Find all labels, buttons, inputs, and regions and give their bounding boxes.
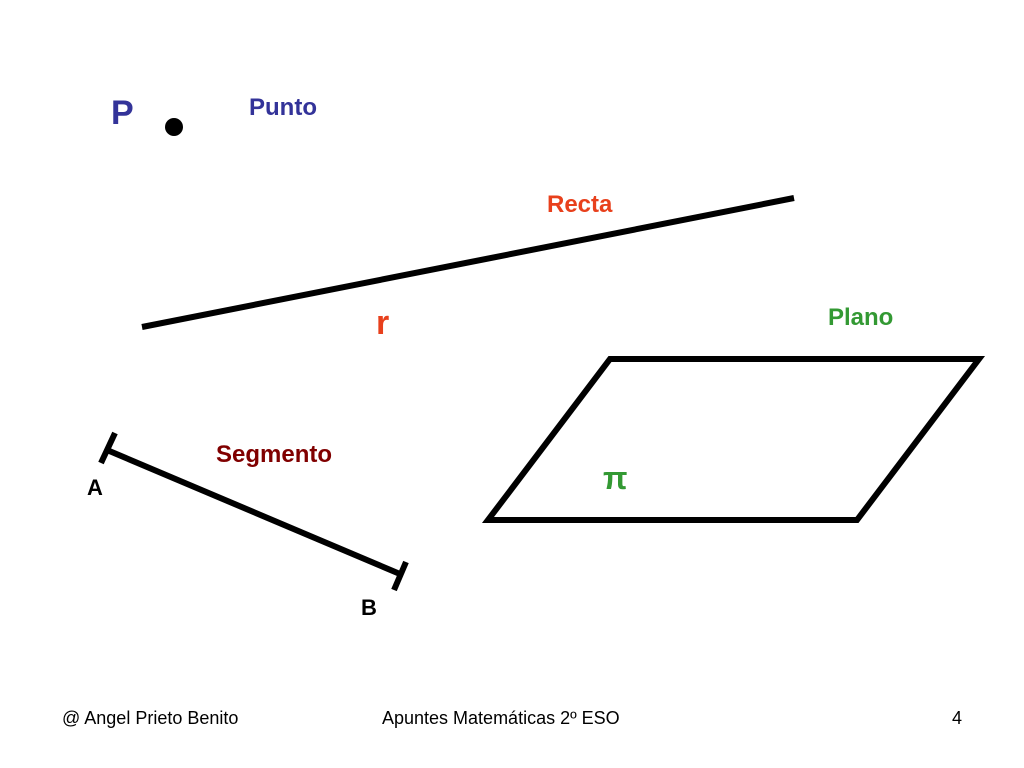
segment-start-label: A xyxy=(87,475,103,500)
footer-page-number: 4 xyxy=(952,708,963,728)
segment-end-label: B xyxy=(361,595,377,620)
segment-endcap-a xyxy=(98,431,118,465)
footer-author: @ Angel Prieto Benito xyxy=(62,708,239,728)
point-letter: P xyxy=(111,94,134,132)
point-name: Punto xyxy=(249,94,317,121)
plane-letter: π xyxy=(603,460,628,496)
line-name: Recta xyxy=(547,191,613,218)
point-dot xyxy=(165,118,183,136)
plane-parallelogram xyxy=(481,356,986,523)
footer-course: Apuntes Matemáticas 2º ESO xyxy=(382,708,620,728)
segment-name: Segmento xyxy=(216,441,333,468)
line-letter: r xyxy=(376,304,390,342)
segment-endcap-b xyxy=(391,560,409,592)
line-r xyxy=(141,195,795,330)
segment-ab xyxy=(105,447,402,577)
plane-name: Plano xyxy=(828,304,894,331)
